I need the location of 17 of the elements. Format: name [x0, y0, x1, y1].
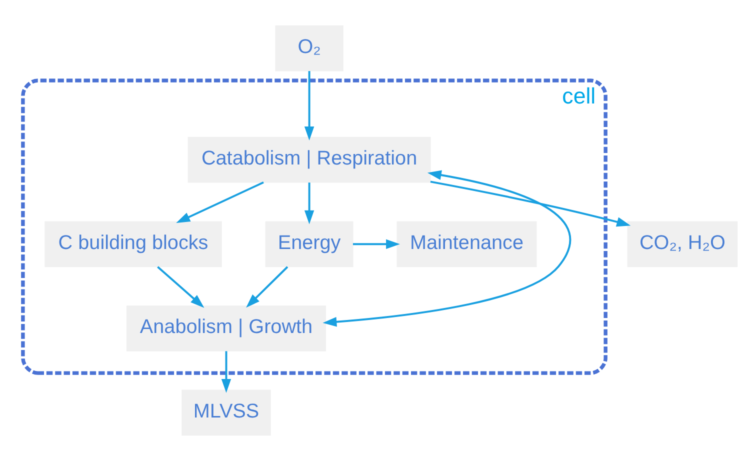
arrow [322, 170, 571, 326]
node-box: Maintenance [396, 220, 537, 267]
arrow [176, 180, 264, 222]
arrow [157, 266, 204, 308]
arrow [304, 182, 314, 224]
arrow [304, 70, 314, 140]
arrow [246, 266, 288, 308]
node-box: Energy [265, 220, 354, 267]
node-box: CO₂, H₂O [627, 220, 738, 267]
node-box: Catabolism | Respiration [188, 136, 431, 182]
node-box: Anabolism | Growth [126, 305, 326, 351]
arrow [352, 238, 400, 248]
node-box: MLVSS [182, 389, 271, 436]
node-box: O₂ [275, 24, 344, 71]
arrow [221, 350, 232, 392]
arrow [430, 180, 631, 226]
node-box: C building blocks [44, 220, 222, 267]
